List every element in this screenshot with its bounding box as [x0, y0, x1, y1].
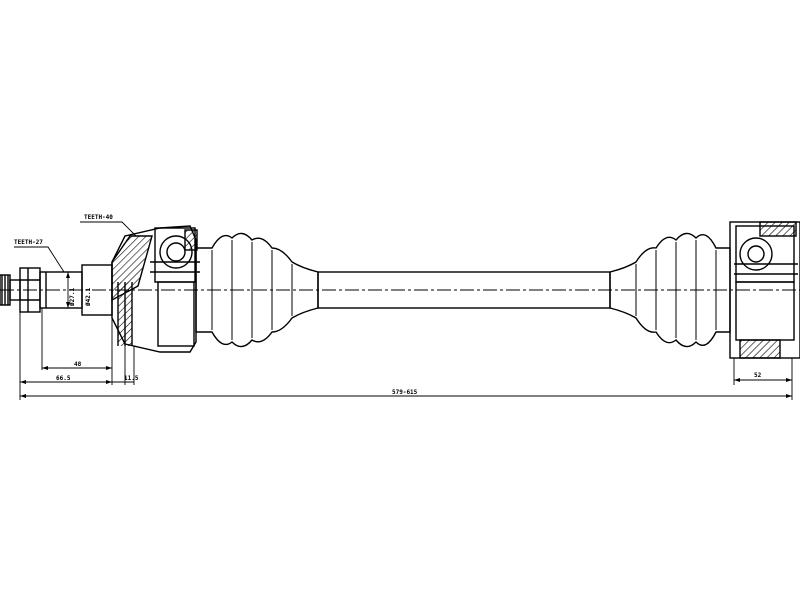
dim-label-11-5: 11.5 — [124, 375, 139, 382]
dimension-lines — [14, 221, 793, 400]
inner-cv-housing — [729, 221, 800, 359]
teeth-label-abs-ring: TEETH-40 — [84, 214, 113, 221]
dim-label-48: 48 — [74, 361, 82, 368]
diameter-label-2: Ø42.1 — [85, 288, 92, 307]
outer-boot-folds — [211, 240, 293, 340]
dim-label-66-5: 66.5 — [56, 375, 71, 382]
diameter-label-1: Ø27.1 — [69, 288, 76, 307]
dim-label-total-length: 579-615 — [392, 389, 418, 396]
dim-label-52: 52 — [754, 372, 762, 379]
inner-boot-folds — [635, 240, 717, 340]
teeth-label-stub: TEETH-27 — [14, 239, 43, 246]
dimension-arrows — [20, 272, 792, 398]
outer-cv-housing — [111, 225, 200, 353]
